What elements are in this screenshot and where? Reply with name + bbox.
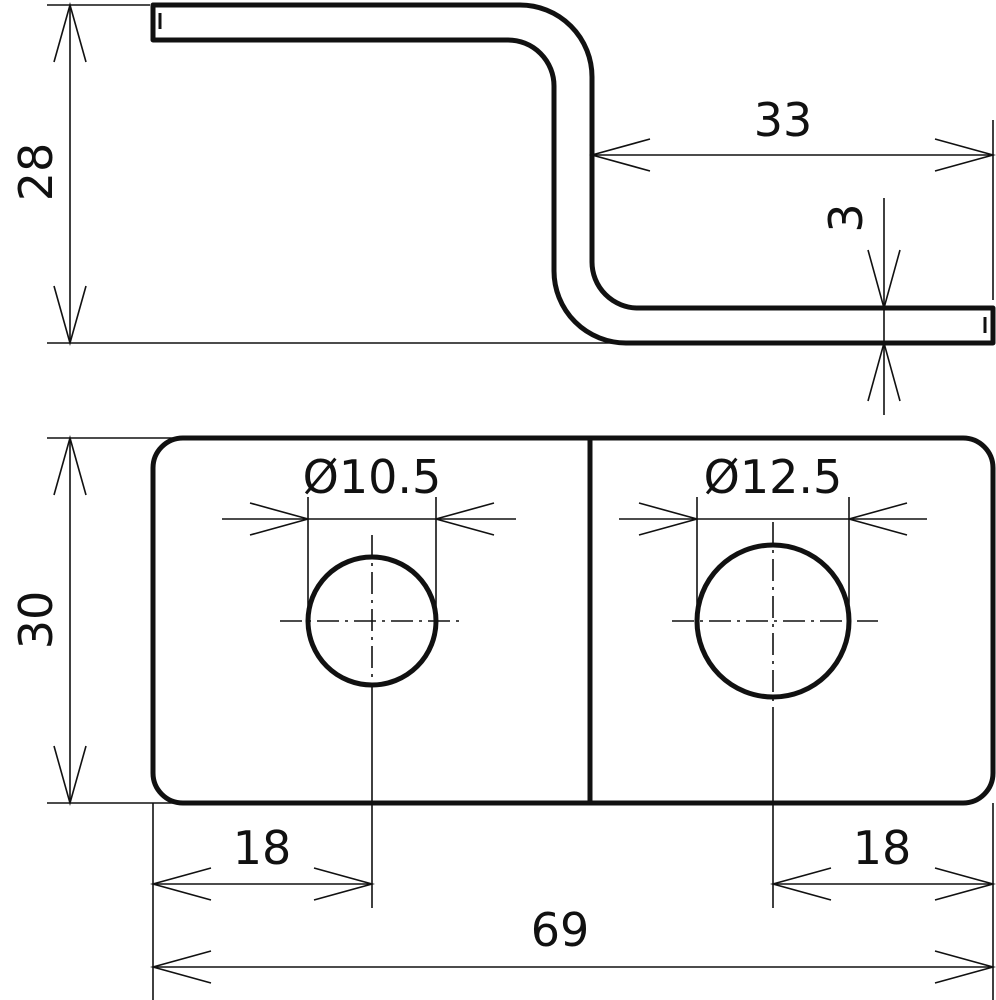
total-length-dimension: 69 <box>149 903 996 984</box>
thickness-label: 3 <box>819 203 873 232</box>
top-view: Ø10.5 Ø12.5 30 <box>9 435 996 1000</box>
side-view-outline <box>150 2 996 346</box>
right-hole-offset-dimension: 18 <box>769 803 996 1000</box>
arrow-head <box>149 950 212 984</box>
arrow-head <box>149 867 212 901</box>
arrow-head <box>934 950 996 984</box>
arrow-head <box>769 867 832 901</box>
arrow-head <box>867 249 901 312</box>
arrow-head <box>53 2 87 63</box>
right-hole: Ø12.5 <box>619 450 927 908</box>
offset-length-label: 33 <box>754 93 813 147</box>
arrow-head <box>845 502 908 536</box>
width-label: 30 <box>9 591 63 650</box>
arrow-head <box>432 502 495 536</box>
height-dimension: 28 <box>9 2 622 346</box>
arrow-head <box>53 285 87 346</box>
arrow-head <box>588 138 651 172</box>
arrow-head <box>867 339 901 402</box>
left-hole-offset-dimension: 18 <box>149 803 376 1000</box>
width-dimension: 30 <box>9 435 180 806</box>
total-length-label: 69 <box>531 903 590 957</box>
arrow-head <box>313 867 376 901</box>
arrow-head <box>934 867 996 901</box>
hole-right-diameter-label: Ø12.5 <box>704 450 843 504</box>
left-hole-offset-label: 18 <box>233 821 292 875</box>
arrow-head <box>934 138 996 172</box>
top-view-outline <box>150 435 996 806</box>
offset-length-dimension: 33 <box>588 93 996 300</box>
arrow-head <box>249 502 312 536</box>
right-hole-offset-label: 18 <box>853 821 912 875</box>
arrow-head <box>53 435 87 496</box>
hole-left-diameter-label: Ø10.5 <box>303 450 442 504</box>
left-hole: Ø10.5 <box>222 450 516 908</box>
arrow-head <box>53 745 87 806</box>
side-view: 28 33 3 <box>9 2 996 415</box>
arrow-head <box>638 502 701 536</box>
height-label: 28 <box>9 143 63 202</box>
thickness-dimension: 3 <box>819 198 901 415</box>
